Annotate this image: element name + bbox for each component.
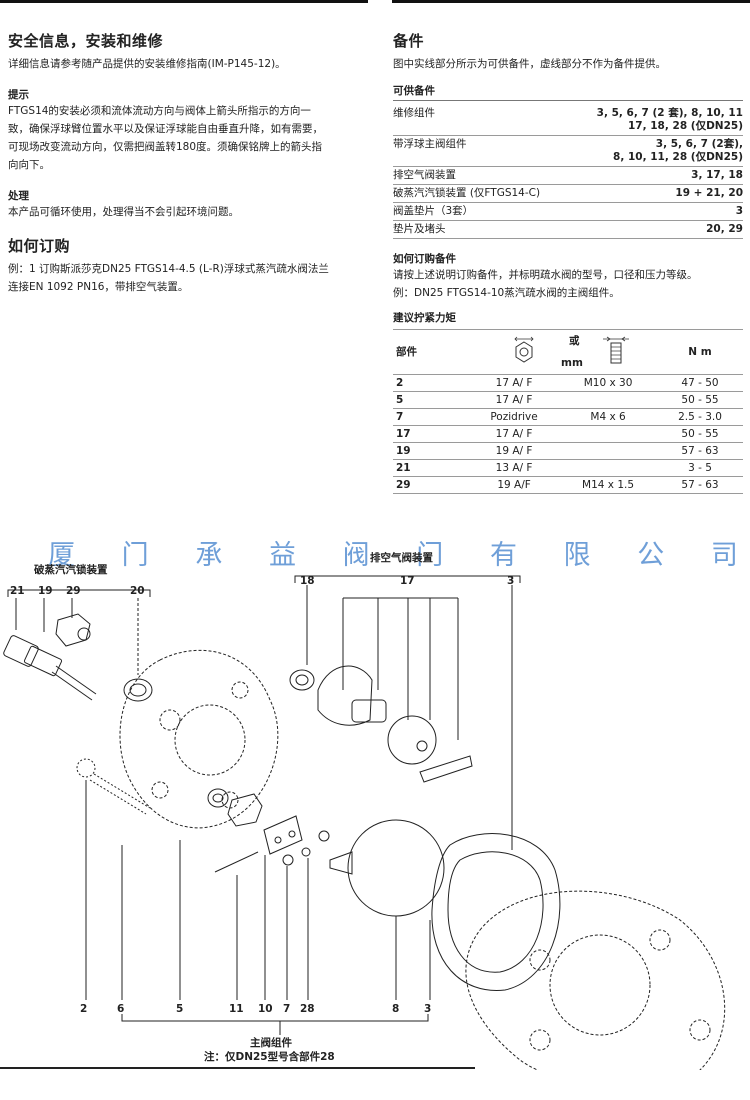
safety-text: 详细信息请参考随产品提供的安装维修指南(IM-P145-12)。: [8, 58, 286, 70]
spare-value: 3: [568, 202, 743, 221]
part-number: 28: [300, 1003, 315, 1015]
available-spares-title: 可供备件: [393, 85, 435, 97]
spare-value: 8, 10, 11, 28 (仅DN25): [613, 151, 743, 163]
right-column: 备件 图中实线部分所示为可供备件，虚线部分不作为备件提供。 可供备件 维修组件 …: [393, 30, 743, 494]
spare-name: 破蒸汽汽锁装置 (仅FTGS14-C): [393, 184, 569, 203]
table-row: 17 17 A/ F 50 - 55: [393, 425, 743, 443]
table-row: 2 17 A/ F M10 x 30 47 - 50: [393, 374, 743, 392]
part-number: 19: [38, 585, 53, 597]
exploded-view-drawing: [0, 575, 726, 1070]
spare-value: 19 + 21, 20: [568, 184, 743, 203]
spare-name: 带浮球主阀组件: [393, 135, 569, 167]
top-rule-right: [392, 0, 750, 3]
table-row: 破蒸汽汽锁装置 (仅FTGS14-C) 19 + 21, 20: [393, 184, 743, 203]
anti-lock-title: 破蒸汽汽锁装置: [34, 564, 108, 576]
torque-header-mm: mm: [561, 357, 583, 369]
main-assembly-note: 注：仅DN25型号含部件28: [204, 1051, 335, 1063]
part-number: 8: [392, 1003, 400, 1015]
spare-value: 3, 5, 6, 7 (2套),: [655, 138, 743, 150]
part-number: 3: [424, 1003, 432, 1015]
top-rule-left: [0, 0, 368, 3]
part-number: 7: [283, 1003, 291, 1015]
notes-line: 可现场改变流动方向，仅需把阀盖转180度。须确保铭牌上的箭头指: [8, 141, 323, 153]
air-vent-title: 排空气阀装置: [370, 552, 433, 564]
spares-title: 备件: [393, 32, 425, 50]
spare-name: 维修组件: [393, 105, 569, 136]
spare-value: 3, 17, 18: [568, 166, 743, 185]
screw-icon: [603, 336, 629, 364]
part-number: 10: [258, 1003, 273, 1015]
part-number: 20: [130, 585, 145, 597]
table-row: 29 19 A/F M14 x 1.5 57 - 63: [393, 476, 743, 494]
spare-name: 排空气阀装置: [393, 166, 569, 185]
disposal-title: 处理: [8, 190, 29, 202]
part-number: 18: [300, 575, 315, 587]
part-number: 2: [80, 1003, 88, 1015]
spare-name: 垫片及堵头: [393, 220, 569, 239]
part-number: 17: [400, 575, 415, 587]
notes-title: 提示: [8, 89, 29, 101]
spare-name: 阀盖垫片（3套）: [393, 202, 569, 221]
ordering-line: 连接EN 1092 PN16，带排空气装置。: [8, 281, 189, 293]
torque-header-row: 部件 或 mm: [393, 329, 743, 375]
notes-line: 向向下。: [8, 159, 50, 171]
main-assembly-label: 主阀组件: [250, 1037, 292, 1049]
table-row: 带浮球主阀组件 3, 5, 6, 7 (2套),8, 10, 11, 28 (仅…: [393, 135, 743, 167]
spare-value: 3, 5, 6, 7 (2 套), 8, 10, 11: [596, 107, 743, 119]
table-row: 5 17 A/ F 50 - 55: [393, 391, 743, 409]
spare-value: 17, 18, 28 (仅DN25): [628, 120, 743, 132]
divider: [393, 100, 743, 101]
disposal-text: 本产品可循环使用，处理得当不会引起环境问题。: [8, 206, 239, 218]
order-spares-example: 例：DN25 FTGS14-10蒸汽疏水阀的主阀组件。: [393, 287, 620, 299]
part-number: 21: [10, 585, 25, 597]
left-column: 安全信息，安装和维修 详细信息请参考随产品提供的安装维修指南(IM-P145-1…: [8, 30, 363, 296]
part-number: 5: [176, 1003, 184, 1015]
spares-text: 图中实线部分所示为可供备件，虚线部分不作为备件提供。: [393, 58, 666, 70]
torque-table: 部件 或 mm: [393, 329, 743, 494]
table-row: 排空气阀装置 3, 17, 18: [393, 166, 743, 185]
spare-value: 20, 29: [568, 220, 743, 239]
notes-line: 致，确保浮球臂位置水平以及保证浮球能自由垂直升降，如有需要，: [8, 123, 323, 135]
table-row: 7 Pozidrive M4 x 6 2.5 - 3.0: [393, 408, 743, 426]
safety-title: 安全信息，安装和维修: [8, 32, 164, 50]
order-spares-title: 如何订购备件: [393, 253, 456, 265]
order-spares-text: 请按上述说明订购备件，并标明疏水阀的型号，口径和压力等级。: [393, 269, 698, 281]
table-row: 阀盖垫片（3套） 3: [393, 202, 743, 221]
table-row: 垫片及堵头 20, 29: [393, 220, 743, 239]
table-row: 21 13 A/ F 3 - 5: [393, 459, 743, 477]
table-row: 19 19 A/ F 57 - 63: [393, 442, 743, 460]
ordering-title: 如何订购: [8, 237, 71, 255]
part-number: 6: [117, 1003, 125, 1015]
part-number: 11: [229, 1003, 244, 1015]
torque-header-nm: N m: [657, 329, 743, 375]
torque-title: 建议拧紧力矩: [393, 312, 456, 324]
hex-nut-icon: [514, 336, 534, 363]
torque-header-or: 或: [569, 335, 580, 347]
watermark-text: 厦 门 承 益 阀 门 有 限 公 司: [48, 540, 738, 571]
torque-header-part: 部件: [393, 329, 469, 375]
part-number: 3: [507, 575, 515, 587]
notes-line: FTGS14的安装必须和流体流动方向与阀体上箭头所指示的方向一: [8, 105, 311, 117]
ordering-line: 例：1 订购斯派莎克DN25 FTGS14-4.5 (L-R)浮球式蒸汽疏水阀法…: [8, 263, 329, 275]
part-number: 29: [66, 585, 81, 597]
